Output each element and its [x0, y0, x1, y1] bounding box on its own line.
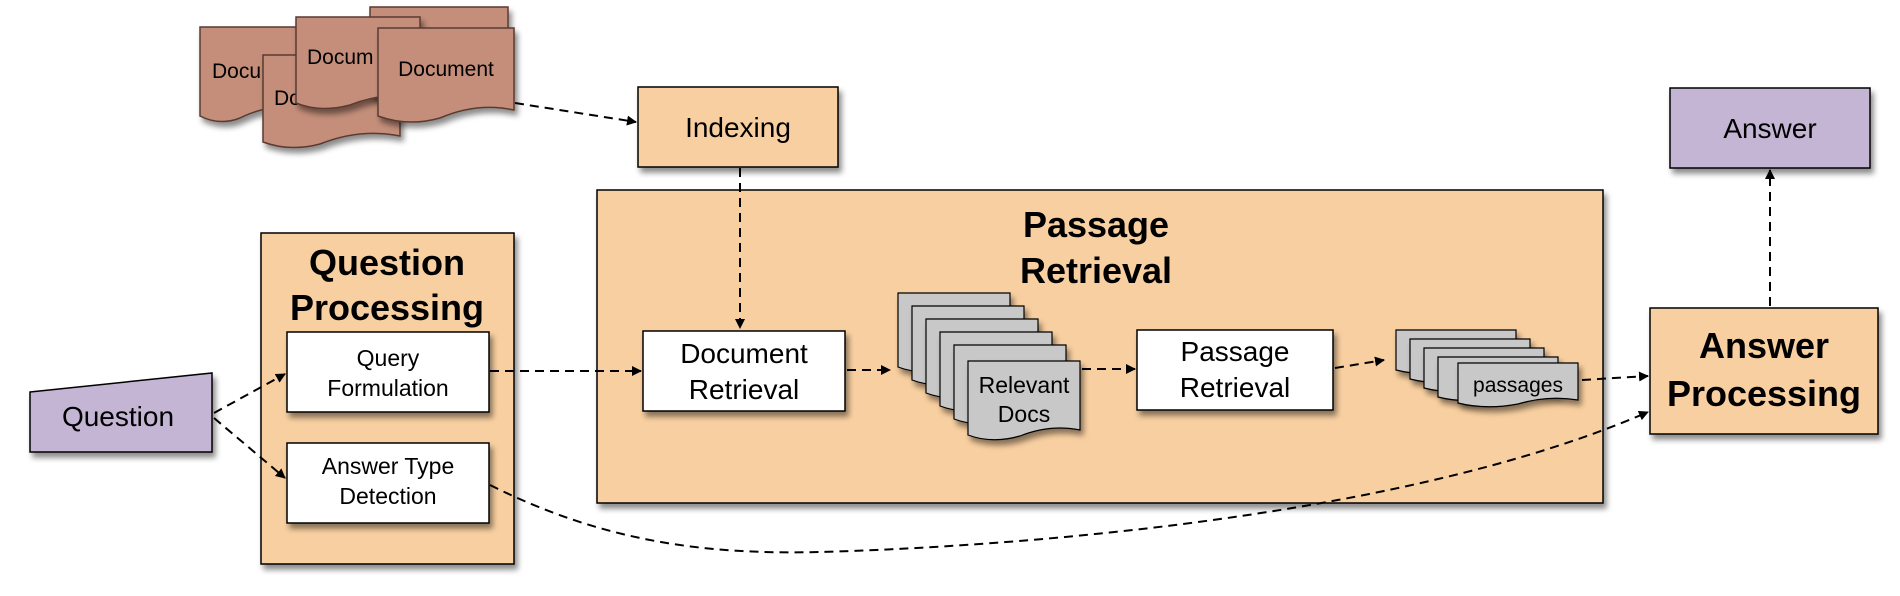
passage-retrieval-box: Passage Retrieval — [1136, 329, 1334, 411]
connectors — [213, 102, 1775, 554]
question-processing-stage: Question Processing Query Formulation An… — [260, 232, 515, 565]
document-sheet-label: Docu — [212, 60, 261, 83]
indexing-label: Indexing — [685, 112, 791, 143]
passage-retrieval-stage-title: Retrieval — [1020, 250, 1172, 291]
document-sheet-label: Docum — [307, 46, 374, 69]
relevant-docs-stack: Relevant Docs — [897, 292, 1081, 441]
passage-retrieval-stage: Passage Retrieval Document Retrieval Rel… — [596, 189, 1604, 504]
answer-type-to-answer-processing-arrow — [489, 411, 1649, 554]
question-processing-title: Processing — [290, 287, 484, 328]
passages-to-answer-processing-arrow — [1581, 371, 1649, 382]
relevant-docs-label: Relevant — [979, 372, 1070, 398]
passages-stack: passages — [1395, 329, 1579, 408]
document-stack: Docu Docu Docum Document — [199, 6, 515, 149]
passages-label: passages — [1473, 374, 1563, 397]
indexing-box: Indexing — [637, 86, 839, 168]
answer-type-detection-label: Answer Type — [322, 453, 455, 479]
question-box: Question — [29, 372, 213, 453]
answer-processing-box: Answer Processing — [1649, 307, 1879, 435]
document-sheet: Document — [377, 27, 515, 123]
passage-retrieval-stage-title: Passage — [1023, 204, 1169, 245]
passage-retrieval-label: Retrieval — [1180, 372, 1290, 403]
document-retrieval-label: Document — [680, 338, 808, 369]
passage-retrieval-to-passages-arrow — [1334, 356, 1385, 369]
question-to-answer-type-arrow — [213, 417, 286, 479]
question-processing-title: Question — [309, 242, 465, 283]
answer-box: Answer — [1669, 87, 1871, 169]
answer-processing-label: Answer — [1699, 325, 1829, 366]
answer-label: Answer — [1723, 113, 1816, 144]
query-formulation-label: Query — [357, 345, 420, 371]
answer-type-detection-box: Answer Type Detection — [286, 442, 490, 524]
query-formulation-label: Formulation — [327, 375, 448, 401]
question-label: Question — [62, 401, 174, 432]
document-retrieval-label: Retrieval — [689, 374, 799, 405]
documents-to-indexing-arrow — [514, 102, 637, 126]
passage-retrieval-label: Passage — [1181, 336, 1290, 367]
relevant-docs-label: Docs — [998, 401, 1050, 427]
query-formulation-box: Query Formulation — [286, 331, 490, 413]
document-sheet-label: Document — [398, 58, 494, 81]
answer-type-detection-label: Detection — [339, 483, 436, 509]
document-retrieval-box: Document Retrieval — [642, 330, 846, 412]
answer-processing-label: Processing — [1667, 373, 1861, 414]
question-to-query-formulation-arrow — [213, 373, 286, 414]
